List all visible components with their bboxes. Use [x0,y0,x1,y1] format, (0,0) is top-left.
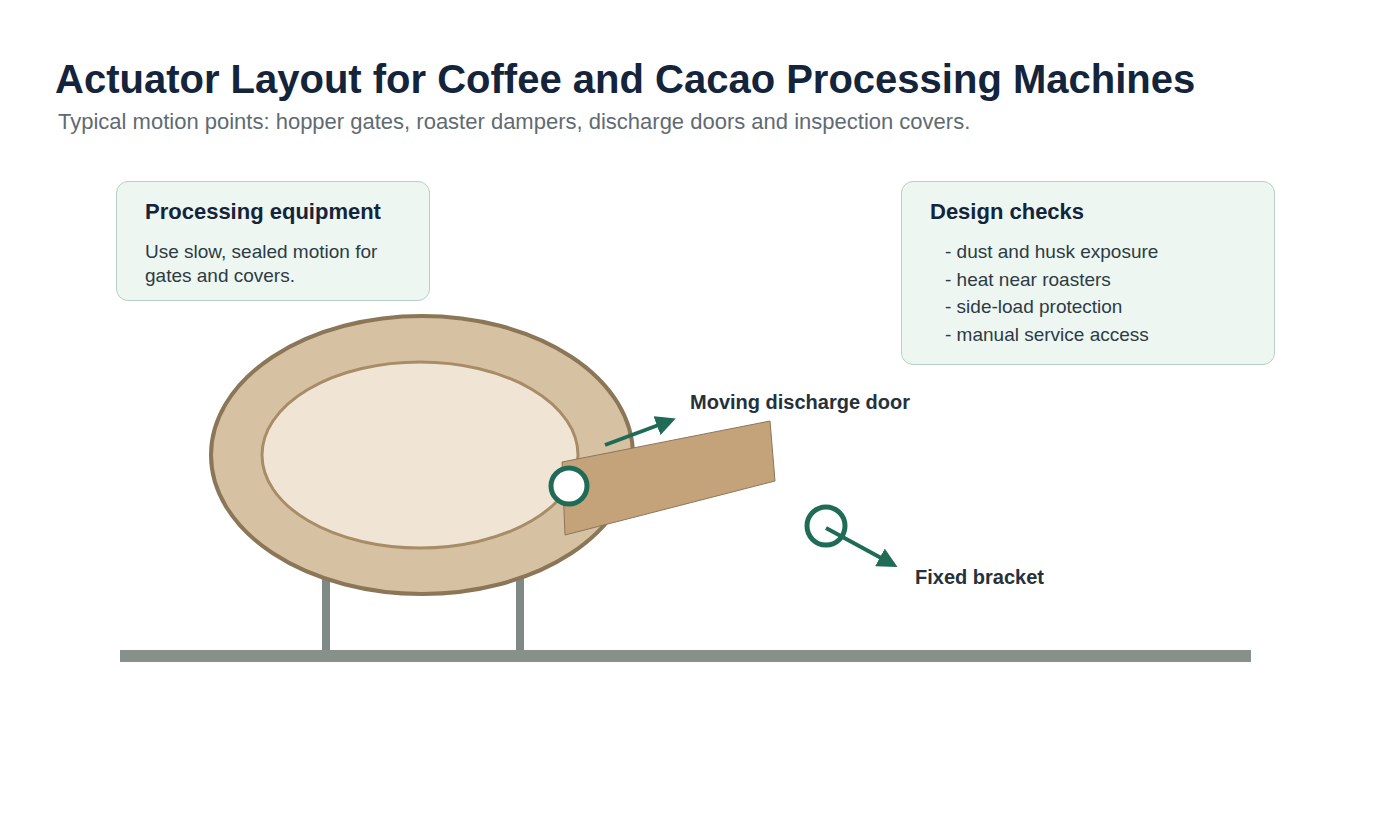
discharge-door [562,421,775,535]
panel-text: - manual service access [945,323,1246,348]
panel-text: - heat near roasters [945,268,1246,293]
part-label: Moving discharge door [690,391,910,414]
bracket-pivot [807,507,845,545]
panel-text: - dust and husk exposure [945,240,1246,265]
page-title: Actuator Layout for Coffee and Cacao Pro… [55,56,1195,102]
bracket-leader [826,528,894,565]
info-panel: Processing equipmentUse slow, sealed mot… [116,181,430,301]
drum-housing [211,316,633,594]
floor-base [120,650,1251,662]
door-pivot [551,468,587,504]
drum-inner [262,362,578,548]
part-label: Fixed bracket [915,566,1044,589]
info-panel: Design checks - dust and husk exposure - h… [901,181,1275,365]
panel-heading: Design checks [930,199,1246,224]
panel-text: Use slow, sealed motion for gates and co… [145,240,401,288]
motion-arrow [605,420,672,445]
panel-heading: Processing equipment [145,199,401,224]
page-caption: Typical motion points: hopper gates, roa… [58,109,970,134]
panel-text: - side-load protection [945,295,1246,320]
